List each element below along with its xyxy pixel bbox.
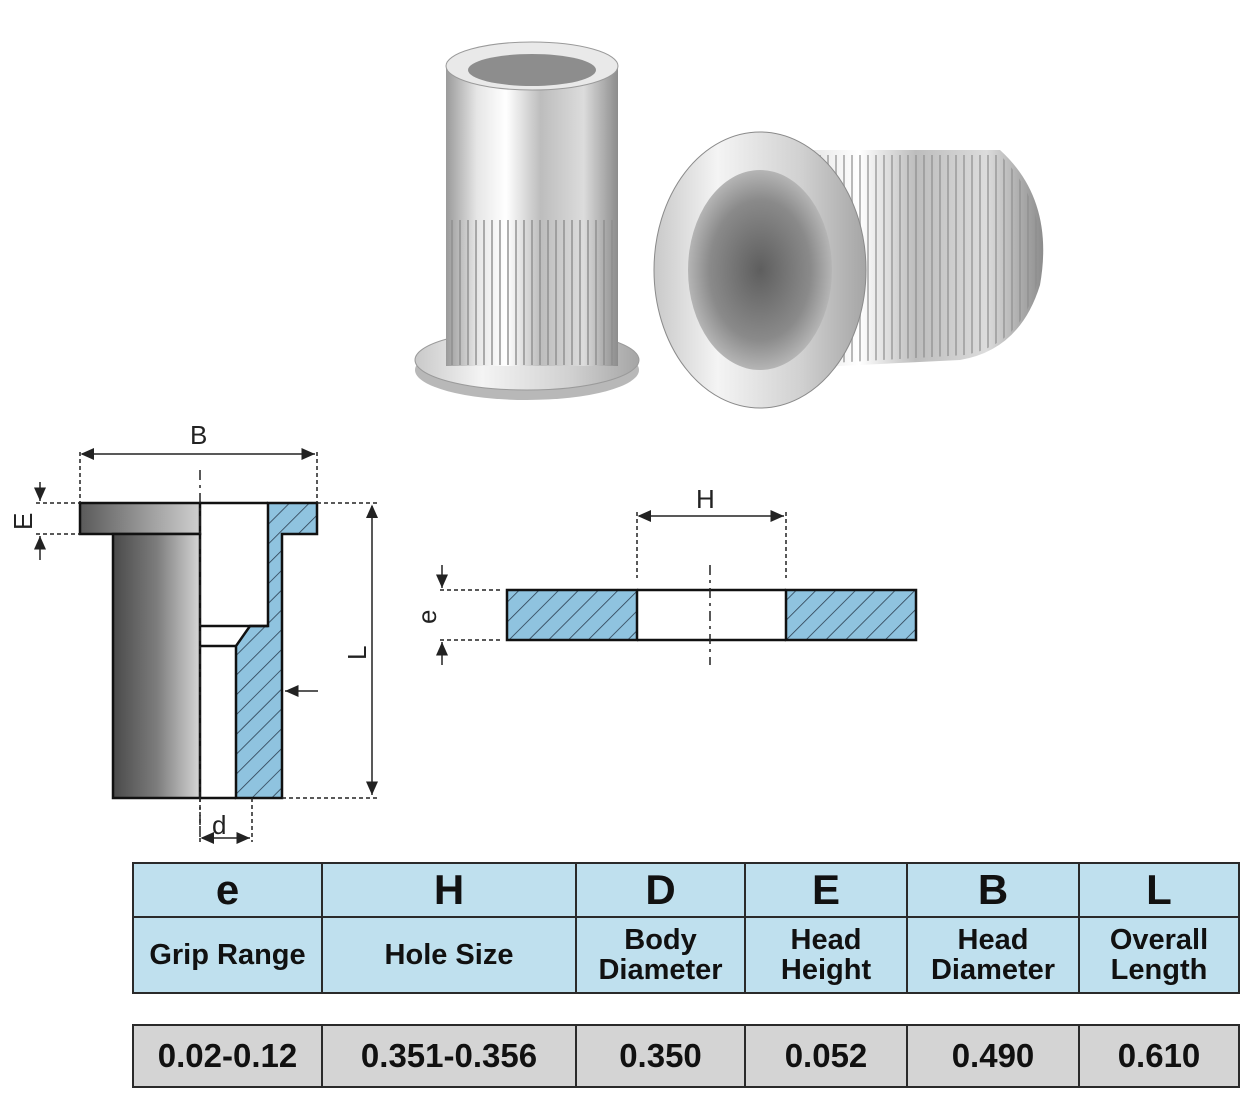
dimension-e-grip: [436, 565, 500, 665]
label-e-grip: e: [412, 610, 442, 624]
panel-section: [505, 588, 918, 642]
name-cell: Grip Range: [132, 916, 323, 994]
label-l: L: [342, 646, 372, 660]
rivet-nut-section: [78, 501, 319, 800]
dimension-h: [636, 510, 787, 578]
dimension-e-head: [34, 482, 80, 560]
dimension-diagram: B E L d H e: [8, 420, 918, 844]
dimension-b: [79, 448, 318, 503]
rivet-nut-photo: [414, 41, 1044, 409]
name-line: Head: [790, 923, 862, 956]
name-line: Diameter: [930, 954, 1056, 986]
value-cell: 0.490: [906, 1024, 1080, 1088]
symbol-cell: B: [906, 862, 1080, 918]
symbol-cell: e: [132, 862, 323, 918]
symbol-cell: L: [1078, 862, 1240, 918]
name-line: Length: [1110, 954, 1208, 986]
rivet-nut-right: [653, 131, 1044, 409]
symbol-cell: D: [575, 862, 746, 918]
values-row: 0.02-0.12 0.351-0.356 0.350 0.052 0.490 …: [132, 1024, 1240, 1088]
value-cell: 0.351-0.356: [321, 1024, 577, 1088]
name-line: Body: [624, 923, 697, 956]
label-e-head: E: [8, 513, 38, 530]
name-line: Head: [957, 923, 1029, 956]
name-cell: Hole Size: [321, 916, 577, 994]
value-cell: 0.02-0.12: [132, 1024, 323, 1088]
symbol-cell: H: [321, 862, 577, 918]
spec-values-table: 0.02-0.12 0.351-0.356 0.350 0.052 0.490 …: [132, 1024, 1240, 1088]
name-line: Overall: [1109, 923, 1209, 956]
value-cell: 0.610: [1078, 1024, 1240, 1088]
dimension-l: [282, 502, 378, 799]
value-cell: 0.052: [744, 1024, 908, 1088]
symbol-row: e H D E B L: [132, 862, 1240, 918]
value-cell: 0.350: [575, 1024, 746, 1088]
name-line: Height: [780, 954, 872, 986]
label-b: B: [190, 420, 207, 450]
symbol-cell: E: [744, 862, 908, 918]
label-h: H: [696, 484, 715, 514]
name-line: Hole Size: [384, 938, 514, 971]
label-d: d: [212, 810, 226, 840]
dimension-d: [199, 798, 253, 844]
name-line: Grip Range: [149, 938, 306, 971]
rivet-nut-left: [414, 41, 640, 400]
name-line: Diameter: [598, 954, 723, 986]
